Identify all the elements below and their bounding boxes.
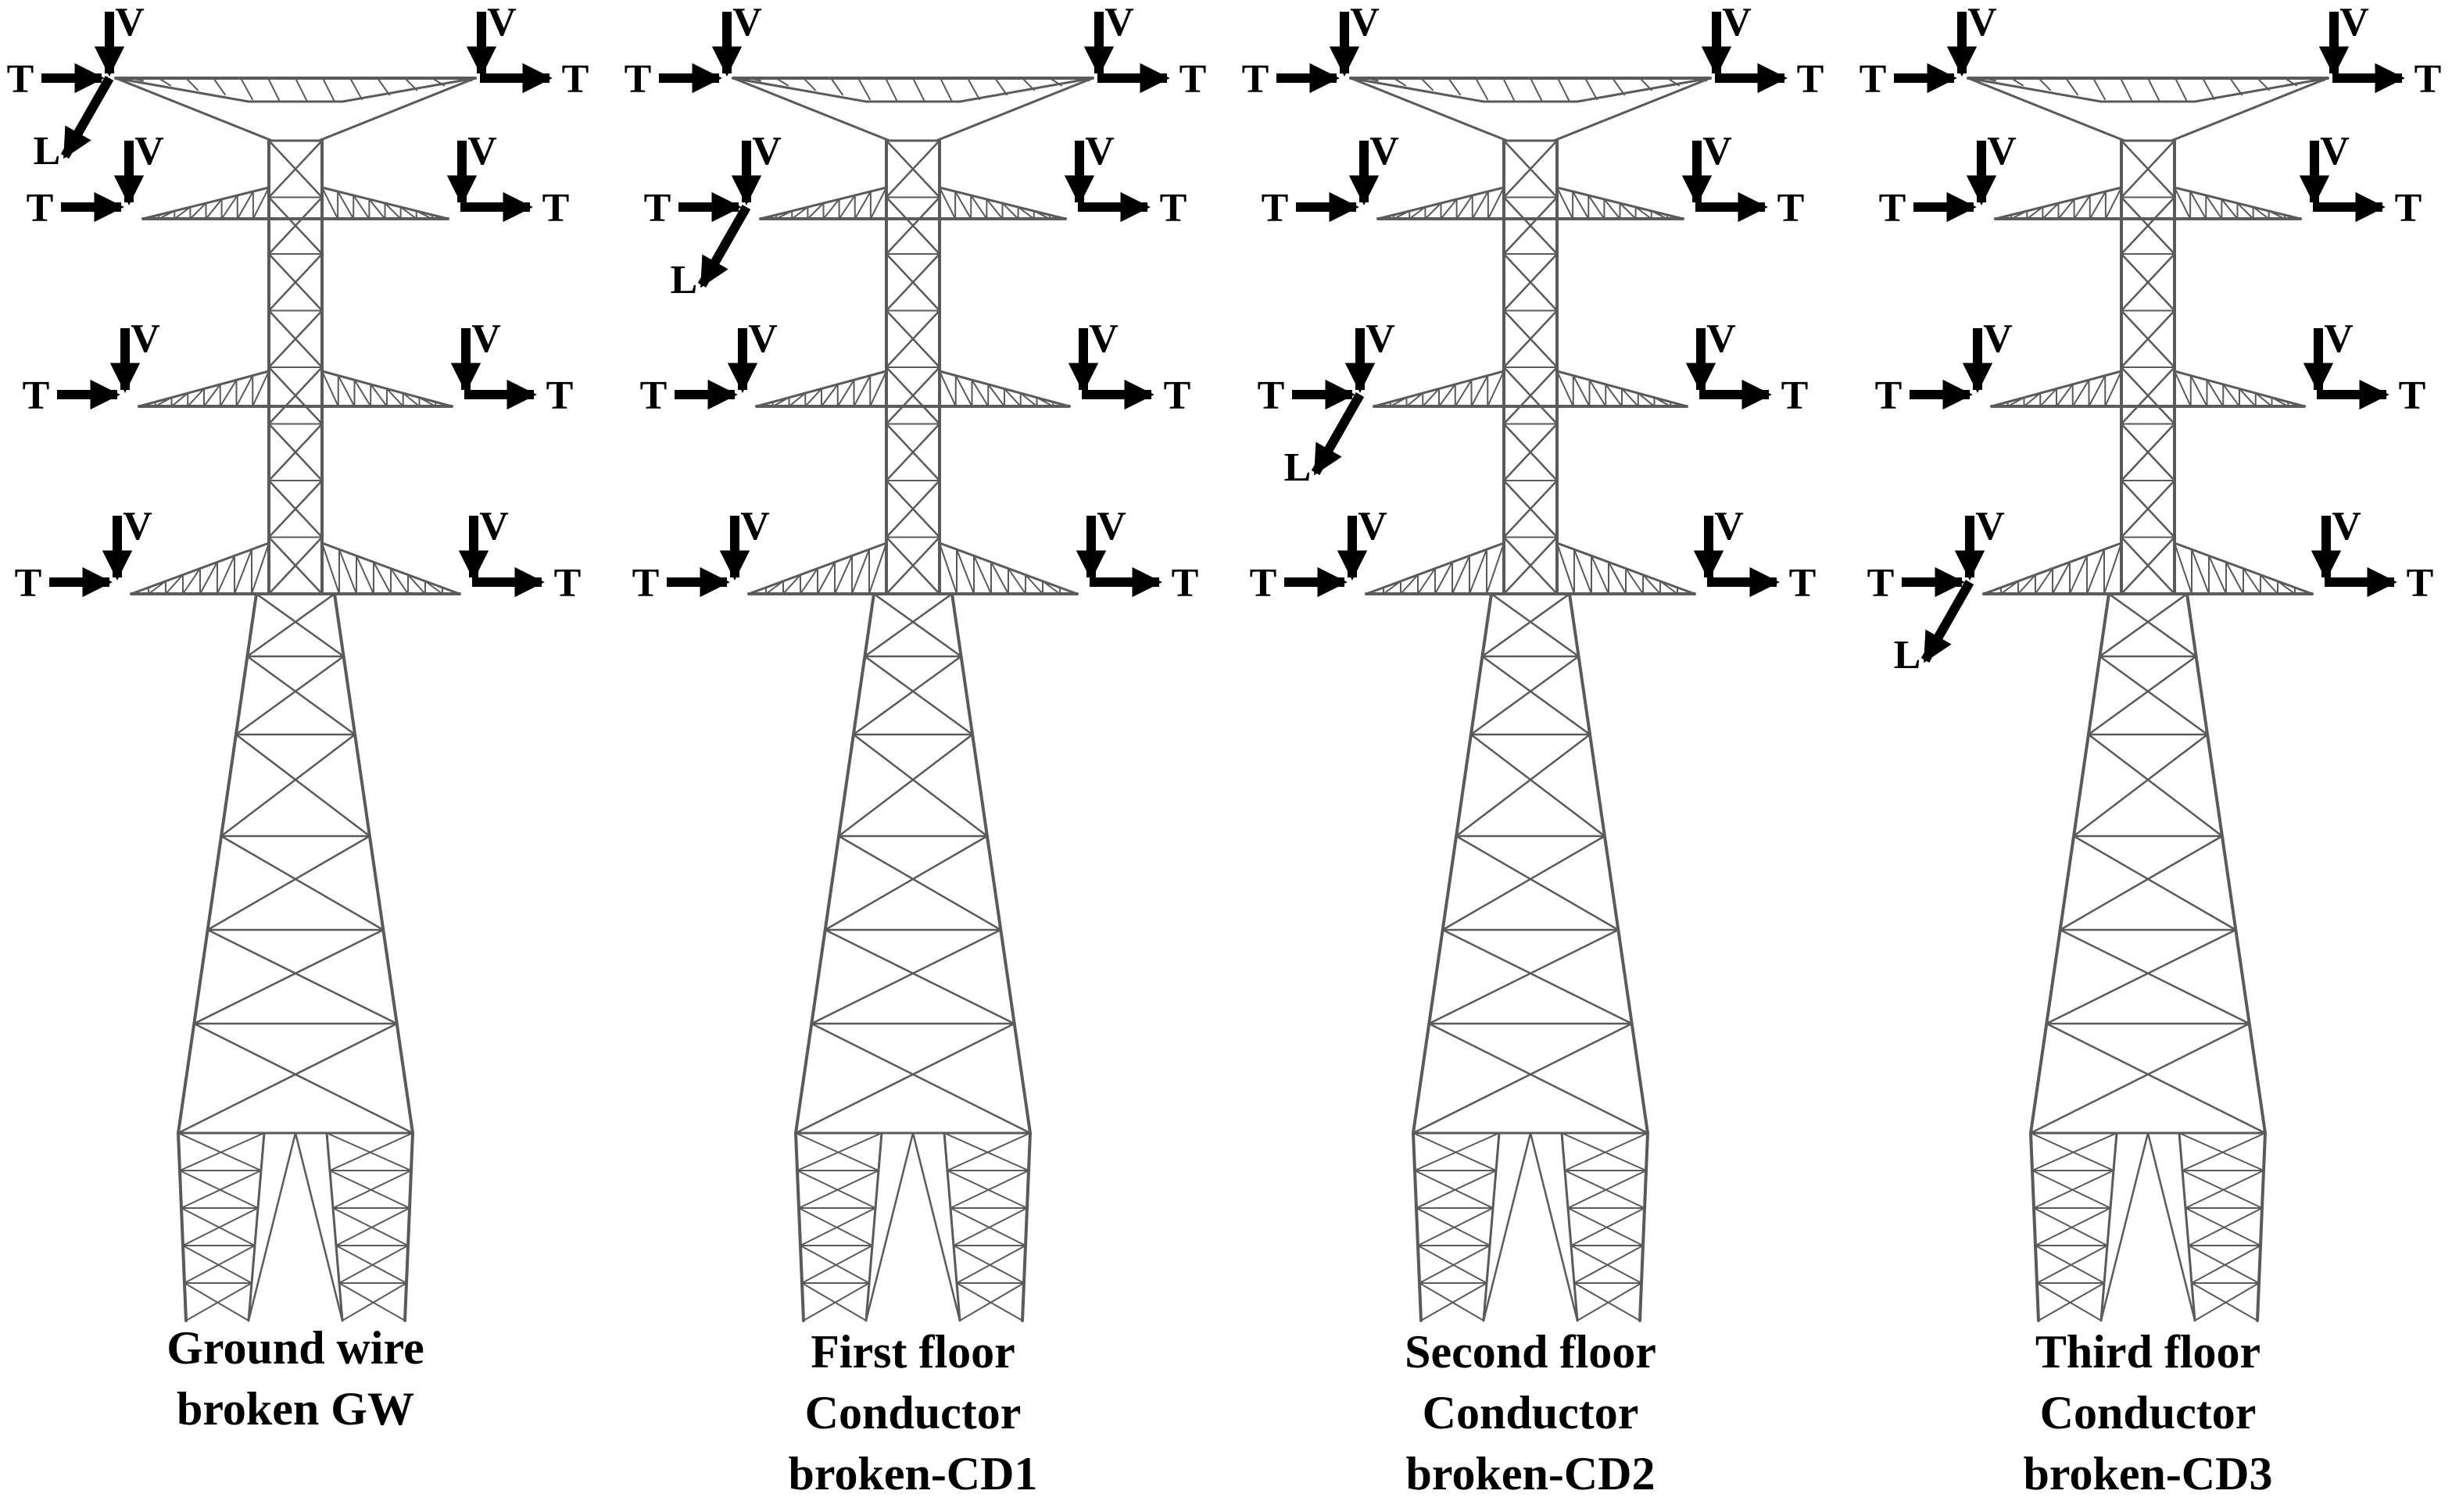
vertical-label-right: V	[479, 504, 509, 549]
transverse-label-right: T	[1789, 561, 1817, 606]
vertical-label-left: V	[134, 129, 164, 173]
vertical-label-right: V	[2332, 504, 2361, 549]
transverse-label-left: T	[1242, 57, 1269, 102]
transverse-label-right: T	[1172, 561, 1199, 606]
tower-caption-line-1: Second floor	[1405, 1326, 1656, 1378]
vertical-label-right: V	[467, 129, 497, 173]
vertical-label-left: V	[1975, 504, 2005, 549]
vertical-label-left: V	[1358, 504, 1387, 549]
transverse-label-right: T	[2395, 186, 2422, 231]
vertical-label-left: V	[732, 0, 762, 45]
transverse-label-right: T	[2407, 561, 2434, 606]
transverse-label-left: T	[632, 561, 660, 606]
vertical-label-right: V	[2320, 129, 2350, 173]
longitudinal-label: L	[671, 258, 698, 302]
tower-caption-line-2: broken GW	[177, 1383, 414, 1435]
vertical-label-right: V	[1706, 316, 1736, 361]
transverse-label-right: T	[554, 561, 582, 606]
transverse-label-right: T	[2399, 374, 2426, 418]
longitudinal-arrow	[60, 76, 114, 159]
tower-caption-line-2: Conductor	[1423, 1387, 1639, 1439]
transverse-label-left: T	[644, 186, 671, 231]
transverse-label-left: T	[7, 57, 34, 102]
vertical-label-right: V	[1702, 129, 1732, 173]
transverse-label-left: T	[15, 561, 42, 606]
transverse-label-left: T	[1867, 561, 1895, 606]
transverse-label-right: T	[562, 57, 589, 102]
transverse-label-right: T	[542, 186, 570, 231]
transverse-label-right: T	[1797, 57, 1824, 102]
vertical-label-right: V	[1097, 504, 1126, 549]
vertical-label-right: V	[1714, 504, 1744, 549]
transverse-label-right: T	[1179, 57, 1207, 102]
vertical-label-right: V	[1104, 0, 1134, 45]
longitudinal-arrow	[1311, 392, 1365, 476]
transverse-label-left: T	[1875, 374, 1903, 418]
longitudinal-label: L	[1284, 445, 1312, 490]
vertical-label-left: V	[1369, 129, 1399, 173]
vertical-label-left: V	[752, 129, 782, 173]
transverse-label-right: T	[1777, 186, 1805, 231]
vertical-label-right: V	[2324, 316, 2354, 361]
vertical-label-left: V	[748, 316, 778, 361]
vertical-label-left: V	[1350, 0, 1380, 45]
tower-structure	[732, 77, 1094, 1322]
transverse-label-right: T	[1160, 186, 1187, 231]
vertical-label-right: V	[1089, 316, 1119, 361]
vertical-label-right: V	[2339, 0, 2369, 45]
transverse-label-left: T	[1860, 57, 1887, 102]
transverse-label-right: T	[2414, 57, 2442, 102]
transverse-label-right: T	[546, 374, 574, 418]
vertical-label-left: V	[1987, 129, 2017, 173]
vertical-label-left: V	[1983, 316, 2013, 361]
transverse-label-left: T	[1258, 374, 1285, 418]
vertical-label-left: V	[131, 316, 160, 361]
transverse-label-left: T	[625, 57, 652, 102]
vertical-label-right: V	[1085, 129, 1115, 173]
tower-structure	[1967, 77, 2329, 1322]
tower-caption-line-3: broken-CD3	[2024, 1448, 2273, 1499]
longitudinal-label: L	[1894, 633, 1921, 677]
tower-caption-line-3: broken-CD2	[1406, 1448, 1656, 1499]
vertical-label-right: V	[487, 0, 517, 45]
longitudinal-arrow	[1920, 580, 1974, 663]
vertical-label-left: V	[1366, 316, 1395, 361]
vertical-label-right: V	[1722, 0, 1752, 45]
tower-caption-line-1: First floor	[811, 1326, 1015, 1378]
tower-caption-line-1: Third floor	[2035, 1326, 2260, 1378]
tower-caption-line-1: Ground wire	[166, 1322, 424, 1374]
transverse-label-left: T	[23, 374, 50, 418]
transverse-label-right: T	[1781, 374, 1809, 418]
vertical-label-left: V	[1967, 0, 1997, 45]
transverse-label-left: T	[1879, 186, 1906, 231]
tower-caption-line-2: Conductor	[2040, 1387, 2257, 1439]
tower-caption-line-3: broken-CD1	[789, 1448, 1038, 1499]
vertical-label-left: V	[115, 0, 145, 45]
vertical-label-left: V	[123, 504, 152, 549]
transverse-label-left: T	[1250, 561, 1277, 606]
transverse-label-left: T	[640, 374, 668, 418]
transverse-label-left: T	[1262, 186, 1289, 231]
transverse-label-right: T	[1164, 374, 1191, 418]
longitudinal-label: L	[34, 129, 61, 173]
tower-structure	[1349, 77, 1712, 1322]
transverse-label-left: T	[27, 186, 54, 231]
vertical-label-right: V	[471, 316, 501, 361]
longitudinal-arrow	[697, 205, 751, 288]
tower-structure	[114, 77, 477, 1322]
vertical-label-left: V	[740, 504, 770, 549]
tower-caption-line-2: Conductor	[805, 1387, 1022, 1439]
